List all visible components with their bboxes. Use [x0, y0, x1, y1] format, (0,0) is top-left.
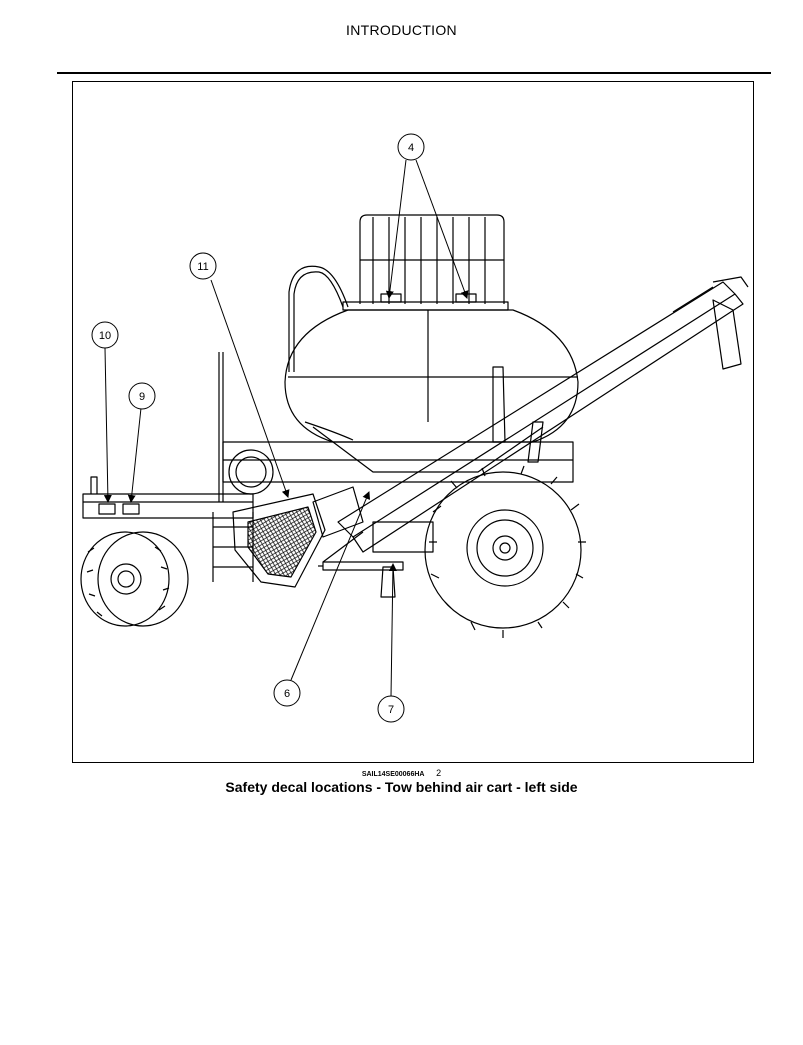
leader-lines — [103, 159, 469, 698]
figure-number: 2 — [436, 768, 442, 778]
callout-6: 6 — [273, 679, 301, 707]
hitch-frame — [82, 476, 254, 519]
callout-4-label: 4 — [408, 142, 414, 154]
top-railing — [359, 214, 505, 304]
callout-4: 4 — [397, 133, 425, 161]
callout-10-label: 10 — [99, 330, 111, 342]
callout-11: 11 — [189, 252, 217, 280]
figure-code-text: SAIL14SE00066HA — [361, 771, 425, 778]
callout-11-label: 11 — [197, 261, 208, 273]
air-cart-illustration: 4 11 10 9 6 7 — [80, 133, 749, 723]
callout-7-label: 7 — [388, 704, 394, 716]
tank-body — [284, 309, 579, 473]
rear-wheel — [424, 465, 586, 638]
header-rule — [57, 72, 771, 74]
callout-10: 10 — [91, 321, 119, 349]
front-wheel — [80, 531, 189, 627]
callout-6-label: 6 — [284, 688, 290, 700]
figure-caption: Safety decal locations - Tow behind air … — [225, 779, 578, 795]
callout-7: 7 — [377, 695, 405, 723]
callout-9-label: 9 — [139, 391, 145, 403]
side-handrail — [288, 265, 349, 372]
figure-code: SAIL14SE00066HA 2 — [0, 768, 803, 778]
auger-conveyor — [337, 276, 749, 553]
page-header-title: INTRODUCTION — [346, 22, 457, 38]
callout-9: 9 — [128, 382, 156, 410]
figure-frame: 4 11 10 9 6 7 — [72, 81, 754, 763]
